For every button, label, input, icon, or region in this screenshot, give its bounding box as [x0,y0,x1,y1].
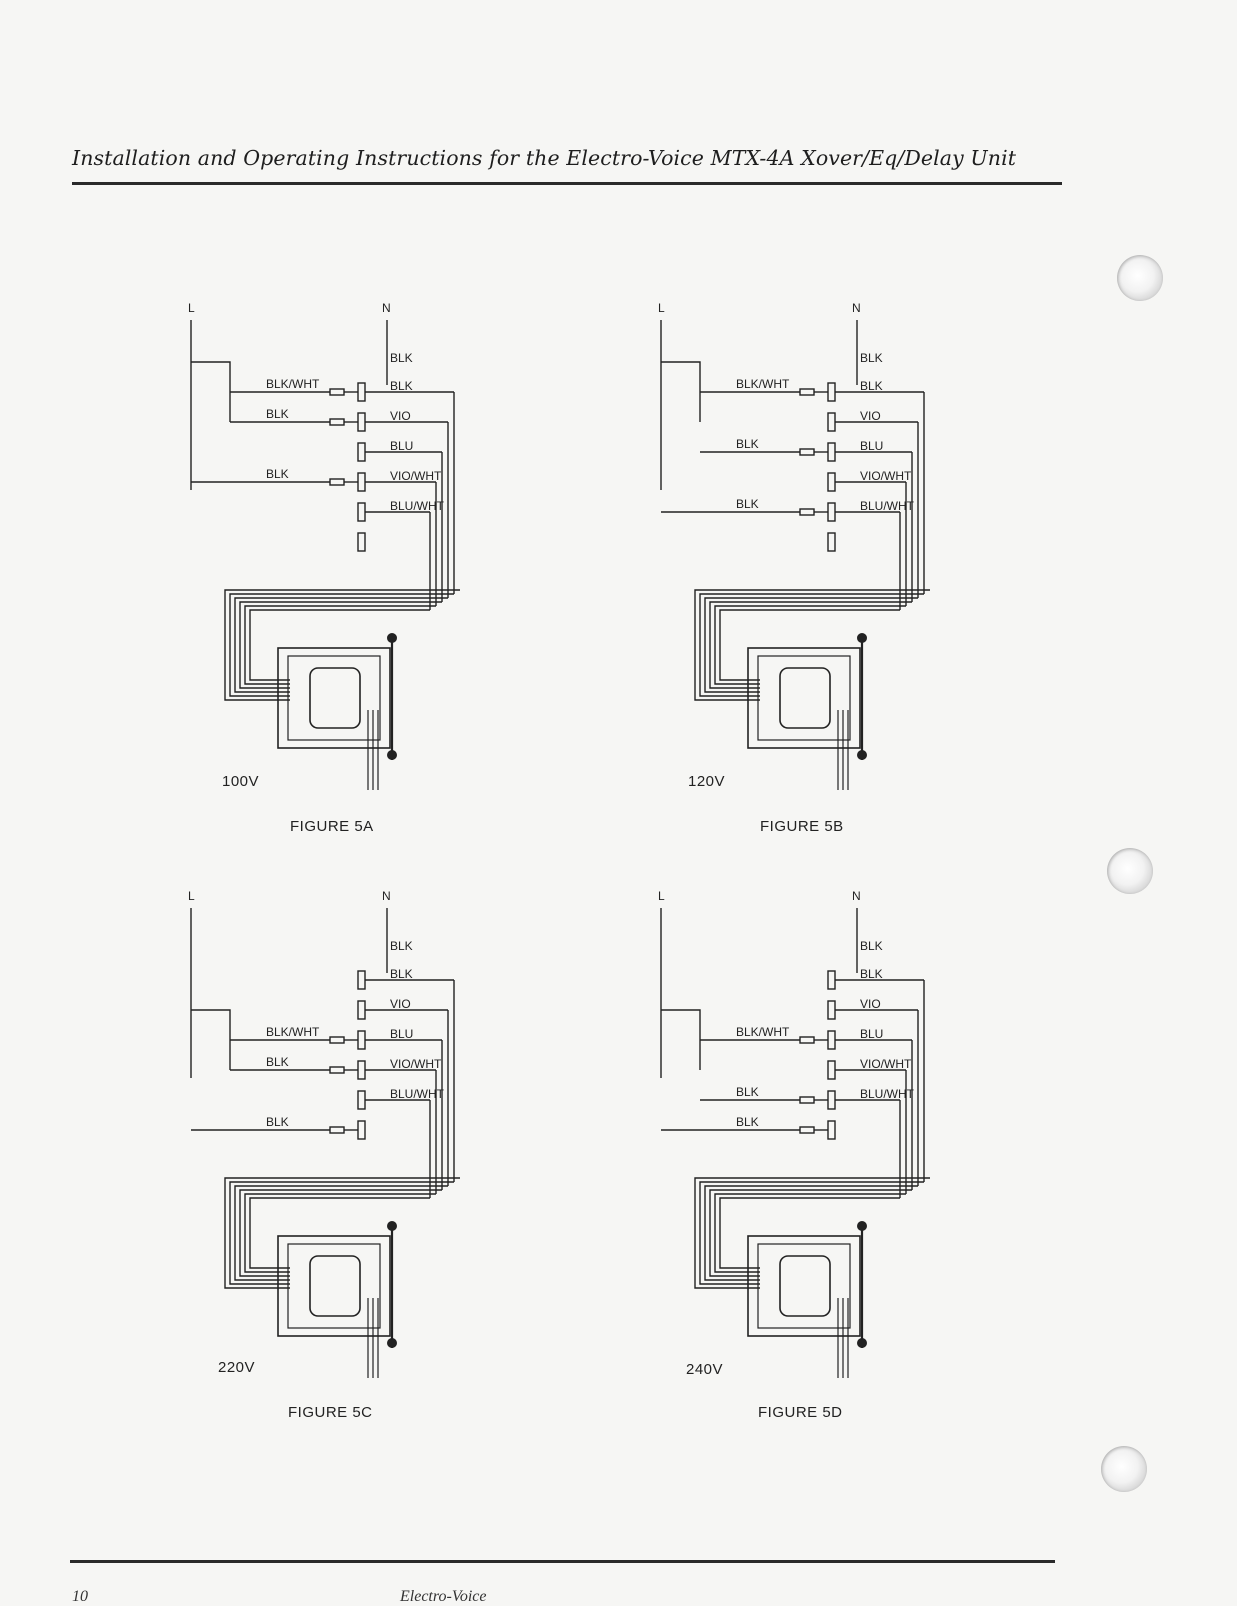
right-wire-label: BLU [860,439,883,453]
left-wire-label: BLK/WHT [736,377,790,391]
header-rule [72,182,1062,185]
terminal-block [827,412,836,432]
right-wire-label: VIO [860,409,881,423]
terminal-block [827,1120,836,1140]
figure-5a: L N BLK/WHT BLK BLK BLK BLK VIO BLU VIO/WHT BLU/WH… [180,300,600,860]
left-wire-label: BLK [736,437,759,451]
right-wire-label: VIO [390,409,411,423]
transformer [277,633,397,790]
footer-rule [70,1560,1055,1563]
left-wire-label: BLK [736,1085,759,1099]
line-label: L [658,301,665,315]
transformer [277,1221,397,1378]
line-label: L [658,889,665,903]
binder-hole-bottom [1101,1446,1147,1492]
right-wire-label: BLU [860,1027,883,1041]
terminal-block [827,442,836,462]
figure-5d: L N BLK/WHT BLK BLK BLK BLK VIO BLU VIO/WHT BLU/WH… [650,888,1070,1448]
line-label: L [188,889,195,903]
right-wire-label: BLK [390,967,413,981]
terminal-block [357,442,366,462]
terminal-block [357,1030,366,1050]
footer-page-number: 10 [72,1588,88,1605]
left-wire-label: BLK [266,467,289,481]
neutral-label: N [852,889,861,903]
right-wire-label: VIO/WHT [390,469,442,483]
left-wire-label: BLK [266,1055,289,1069]
terminal-block [357,970,366,990]
voltage-label: 240V [686,1361,724,1378]
terminal-block [827,1090,836,1110]
right-wire-label: BLU [390,439,413,453]
right-wire-label: BLU [390,1027,413,1041]
right-wire-label: BLU/WHT [860,499,915,513]
right-wire-label: BLK [390,351,413,365]
neutral-label: N [852,301,861,315]
right-wire-label: VIO/WHT [860,1057,912,1071]
footer-brand: Electro-Voice [400,1588,487,1605]
terminal-block [357,472,366,492]
transformer [747,633,867,790]
terminal-block [827,502,836,522]
terminal-block [827,472,836,492]
right-wire-label: BLK [860,967,883,981]
binder-hole-top [1117,255,1163,301]
left-wire-label: BLK [266,1115,289,1129]
right-wire-label: VIO/WHT [390,1057,442,1071]
right-wire-label: BLU/WHT [860,1087,915,1101]
figure-caption: FIGURE 5B [760,818,844,835]
voltage-label: 120V [688,773,726,790]
right-wire-label: VIO/WHT [860,469,912,483]
right-wire-label: BLU/WHT [390,1087,445,1101]
terminal-block [357,412,366,432]
neutral-label: N [382,301,391,315]
right-wire-label: BLK [860,939,883,953]
terminal-block [827,1060,836,1080]
figure-caption: FIGURE 5C [288,1404,373,1421]
terminal-block [357,532,366,552]
right-wire-label: BLU/WHT [390,499,445,513]
left-wire-label: BLK/WHT [266,377,320,391]
right-wire-label: BLK [390,379,413,393]
left-wire-label: BLK [736,497,759,511]
terminal-block [357,1060,366,1080]
figure-caption: FIGURE 5A [290,818,374,835]
terminal-block [827,1030,836,1050]
voltage-label: 100V [222,773,260,790]
figure-5c: L N BLK/WHT BLK BLK BLK BLK VIO BLU VIO/WHT BLU/WH… [180,888,600,1448]
left-wire-label: BLK/WHT [736,1025,790,1039]
figure-5b: L N BLK/WHT BLK BLK BLK BLK VIO BLU VIO/WHT BLU/WH… [650,300,1070,860]
terminal-block [357,1000,366,1020]
terminal-block [357,1120,366,1140]
voltage-label: 220V [218,1359,256,1376]
right-wire-label: BLK [390,939,413,953]
transformer [747,1221,867,1378]
left-wire-label: BLK/WHT [266,1025,320,1039]
terminal-block [357,1090,366,1110]
wiring-diagram-svg: L N BLK/WHT BLK BLK BLK BLK VIO BLU VIO/WHT BLU/WH… [658,301,930,790]
wiring-diagram-svg: L N BLK/WHT BLK BLK BLK BLK VIO BLU VIO/WHT BLU/WH… [188,301,460,790]
page-header-title: Installation and Operating Instructions … [72,146,1017,170]
neutral-label: N [382,889,391,903]
wiring-diagram-svg: L N BLK/WHT BLK BLK BLK BLK VIO BLU VIO/WHT BLU/WH… [188,889,460,1378]
right-wire-label: BLK [860,351,883,365]
terminal-block [827,532,836,552]
left-wire-label: BLK [736,1115,759,1129]
line-label: L [188,301,195,315]
terminal-block [827,1000,836,1020]
right-wire-label: VIO [860,997,881,1011]
right-wire-label: VIO [390,997,411,1011]
figure-caption: FIGURE 5D [758,1404,843,1421]
terminal-block [827,970,836,990]
terminal-block [357,502,366,522]
right-wire-label: BLK [860,379,883,393]
left-wire-label: BLK [266,407,289,421]
binder-hole-middle [1107,848,1153,894]
terminal-block [827,382,836,402]
wiring-diagram-svg: L N BLK/WHT BLK BLK BLK BLK VIO BLU VIO/WHT BLU/WH… [658,889,930,1378]
terminal-block [357,382,366,402]
